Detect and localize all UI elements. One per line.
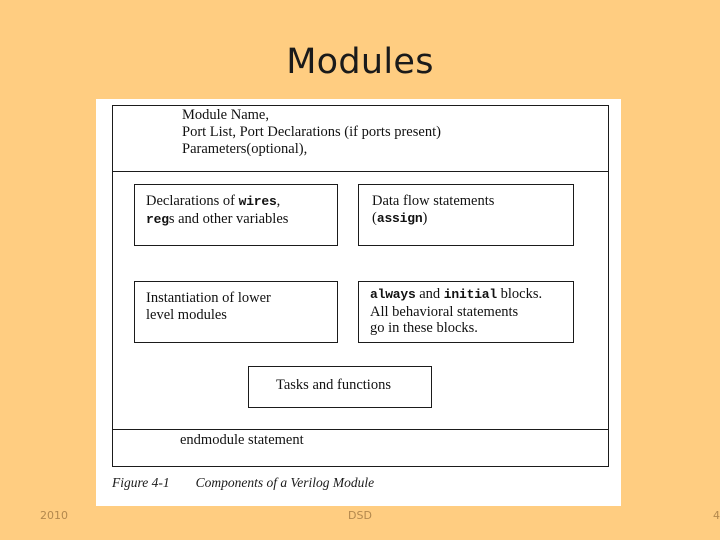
module-header-line-3: Parameters(optional), bbox=[182, 141, 308, 157]
behavioral-line-1: always and initial blocks. bbox=[370, 286, 542, 304]
behavioral-line-1-mid: and bbox=[415, 286, 444, 302]
divider-bottom bbox=[113, 429, 608, 430]
declarations-line-1: Declarations of wires, bbox=[146, 193, 288, 211]
keyword-assign: assign bbox=[376, 210, 423, 226]
instantiation-box-text: Instantiation of lower level modules bbox=[146, 290, 271, 323]
data-flow-box bbox=[358, 184, 574, 246]
figure-caption: Figure 4-1 Components of a Verilog Module bbox=[112, 475, 374, 491]
data-flow-line-2: (assign) bbox=[372, 210, 494, 228]
footer-page-number: 4 bbox=[713, 509, 720, 522]
module-header-text: Module Name, Port List, Port Declaration… bbox=[182, 107, 441, 158]
declarations-box bbox=[134, 184, 338, 246]
instantiation-line-2: level modules bbox=[146, 306, 227, 323]
behavioral-box bbox=[358, 281, 574, 343]
data-flow-line-2-post: ) bbox=[422, 209, 428, 226]
figure-caption-text: Components of a Verilog Module bbox=[195, 475, 375, 490]
declarations-box-text: Declarations of wires, regs and other va… bbox=[146, 193, 288, 228]
declarations-line-2-post: s and other variables bbox=[168, 210, 289, 227]
page-title: Modules bbox=[286, 42, 434, 82]
declarations-line-1-pre: Declarations of bbox=[146, 193, 239, 209]
figure-panel: Module Name, Port List, Port Declaration… bbox=[96, 99, 621, 506]
slide-footer: 2010 DSD 4 bbox=[0, 509, 720, 529]
divider-top bbox=[113, 171, 608, 172]
data-flow-line-1: Data flow statements bbox=[372, 193, 495, 209]
declarations-line-2: regs and other variables bbox=[146, 211, 288, 229]
module-outer-box bbox=[112, 105, 609, 467]
keyword-initial: initial bbox=[443, 287, 498, 302]
behavioral-line-3: go in these blocks. bbox=[370, 320, 478, 336]
declarations-line-1-post: , bbox=[276, 193, 281, 209]
module-header-line-1: Module Name, bbox=[182, 107, 269, 123]
keyword-reg: reg bbox=[146, 211, 169, 227]
keyword-always: always bbox=[370, 287, 416, 302]
module-header-line-2: Port List, Port Declarations (if ports p… bbox=[182, 124, 441, 140]
footer-center-label: DSD bbox=[348, 509, 372, 522]
endmodule-text: endmodule statement bbox=[180, 432, 304, 448]
data-flow-line-2-pre: ( bbox=[372, 209, 377, 226]
behavioral-line-1-post: blocks. bbox=[497, 286, 543, 302]
tasks-box bbox=[248, 366, 432, 408]
behavioral-line-2: All behavioral statements bbox=[370, 303, 519, 320]
figure-caption-number: Figure 4-1 bbox=[112, 475, 170, 490]
behavioral-box-text: always and initial blocks. All behaviora… bbox=[370, 286, 542, 337]
data-flow-box-text: Data flow statements (assign) bbox=[372, 193, 494, 227]
footer-date: 2010 bbox=[40, 509, 68, 522]
keyword-wires: wires bbox=[238, 194, 277, 209]
instantiation-line-1: Instantiation of lower bbox=[146, 290, 271, 306]
tasks-box-text: Tasks and functions bbox=[276, 377, 391, 393]
instantiation-box bbox=[134, 281, 338, 343]
